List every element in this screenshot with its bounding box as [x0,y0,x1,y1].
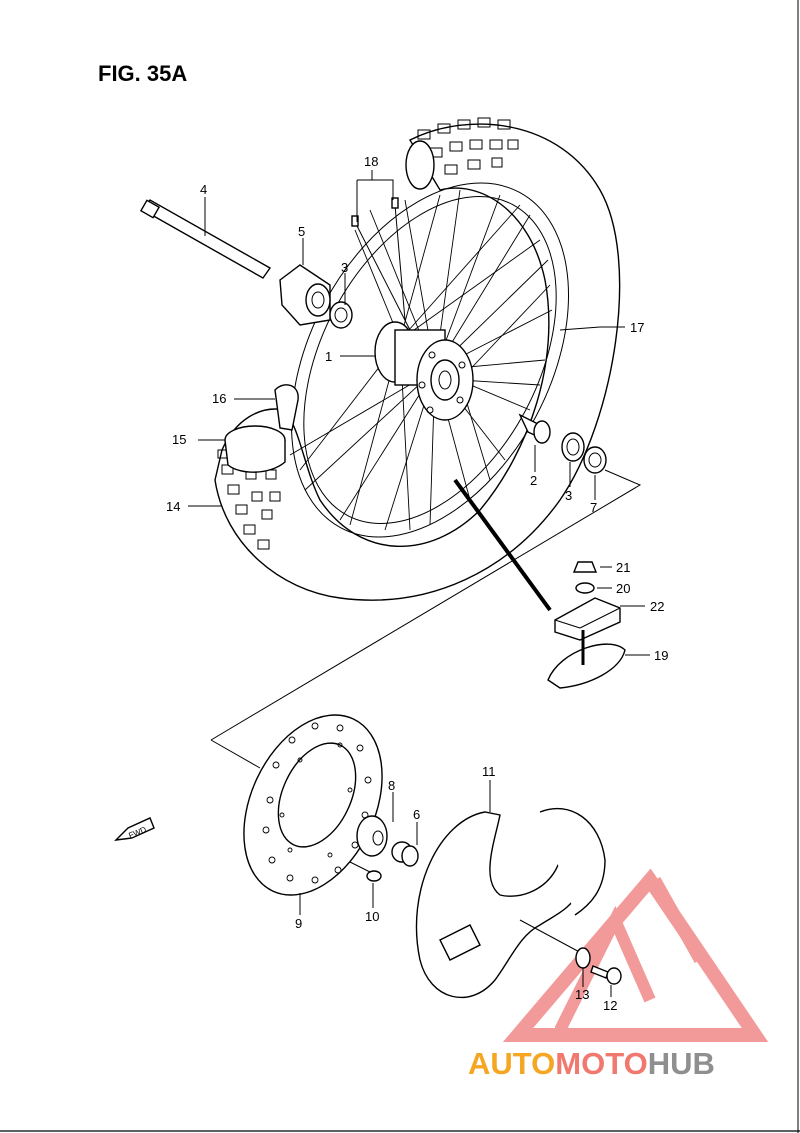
callout-10: 10 [365,909,379,924]
rim-band-part-16 [274,384,299,431]
callout-3-right: 3 [565,488,572,503]
watermark-moto: MOTO [555,1046,648,1081]
watermark-brand: AUTOMOTOHUB [468,1046,798,1092]
spoke-nipples-part-18 [351,197,411,331]
seal-part-7 [583,446,607,474]
callout-15: 15 [172,432,186,447]
rim-lock-nut-part-21 [572,561,598,573]
front-wheel-assembly [139,117,621,601]
tube-part-15 [224,425,286,473]
callout-16: 16 [212,391,226,406]
spacer-part-8 [356,815,388,857]
axle-part-4 [139,199,272,279]
callout-2: 2 [530,473,537,488]
callout-12: 12 [603,998,617,1013]
callout-21: 21 [616,560,630,575]
leader-lines [188,170,650,997]
exploded-frame [210,469,642,741]
tube-top-section [405,140,435,190]
rim-lock-part-19 [547,630,626,689]
disc-cover-part-11 [415,807,606,999]
washer-part-20 [575,582,595,594]
callout-22: 22 [650,599,664,614]
callout-17: 17 [630,320,644,335]
exploded-frame-lower [210,739,261,769]
callout-13: 13 [575,987,589,1002]
collar-part-6 [391,841,419,867]
rim-lock-pointer [453,478,552,612]
watermark-hub: HUB [647,1046,715,1081]
forward-direction-arrow: FWD [114,817,155,841]
callout-18: 18 [364,154,378,169]
figure-title: FIG. 35A [98,61,187,86]
rim-lock-block-part-22 [554,597,621,641]
callout-1: 1 [325,349,332,364]
bolt-part-10 [349,861,382,882]
callout-9: 9 [295,916,302,931]
washer-part-13 [575,947,591,969]
callout-8: 8 [388,778,395,793]
gearbox-part-5 [279,264,331,326]
tire-tread-top [417,117,519,175]
callout-14: 14 [166,499,180,514]
callout-4: 4 [200,182,207,197]
callout-3-left: 3 [341,260,348,275]
callout-19: 19 [654,648,668,663]
callout-20: 20 [616,581,630,596]
bearing-part-3-left [329,301,353,329]
hub-part-1 [374,321,474,421]
callout-numbers: 1 2 3 3 4 5 6 7 8 9 10 11 12 13 14 15 16… [166,154,668,1013]
brake-disc-part-9 [243,714,383,896]
bearing-part-3-right [561,432,585,462]
collar-part-2 [518,413,551,444]
callout-11: 11 [482,764,496,779]
bolt-part-12 [590,965,622,985]
watermark-auto: AUTO [468,1046,556,1081]
callout-7: 7 [590,500,597,515]
callout-5: 5 [298,224,305,239]
callout-6: 6 [413,807,420,822]
